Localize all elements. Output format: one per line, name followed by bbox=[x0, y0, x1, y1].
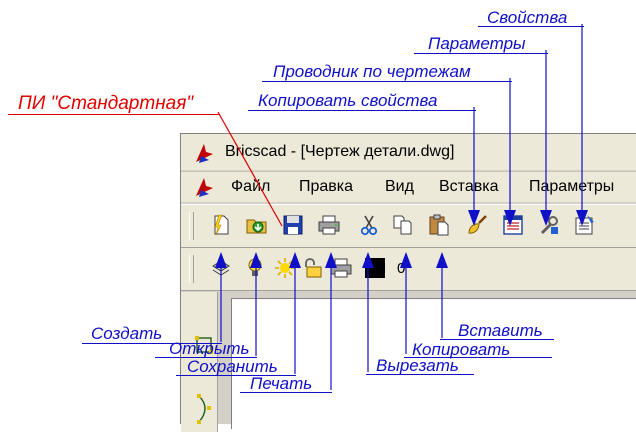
underline-explorer bbox=[262, 81, 512, 82]
underline-cut bbox=[366, 374, 474, 375]
layer-name[interactable]: 0 bbox=[397, 260, 406, 277]
wrench-icon[interactable] bbox=[537, 213, 561, 237]
annotation-standard-toolbar: ПИ "Стандартная" bbox=[18, 93, 194, 114]
menu-params[interactable]: Параметры bbox=[529, 178, 615, 195]
annotation-create: Создать bbox=[91, 324, 163, 343]
underline-standard-toolbar bbox=[8, 114, 220, 115]
printer-icon[interactable] bbox=[317, 213, 341, 237]
underline-save bbox=[176, 375, 296, 376]
menu-bar: Файл Правка Вид Вставка Параметры bbox=[181, 171, 636, 202]
standard-toolbar bbox=[181, 204, 636, 248]
bricscad-logo-icon bbox=[196, 144, 213, 163]
window-title: Bricscad - [Чертеж детали.dwg] bbox=[225, 143, 455, 160]
annotation-open: Открыть bbox=[169, 339, 250, 358]
annotation-print: Печать bbox=[250, 374, 313, 393]
menu-view[interactable]: Вид bbox=[385, 178, 414, 195]
toolbar-grip-2[interactable] bbox=[189, 255, 194, 283]
menu-file[interactable]: Файл bbox=[231, 178, 271, 195]
new-file-icon[interactable] bbox=[209, 213, 233, 237]
underline-open bbox=[155, 357, 257, 358]
toolbar-grip[interactable] bbox=[189, 212, 194, 240]
annotation-properties: Свойства bbox=[487, 8, 568, 27]
annotation-settings: Параметры bbox=[428, 34, 526, 53]
menu-edit[interactable]: Правка bbox=[299, 178, 354, 195]
underline-paste bbox=[440, 339, 554, 340]
underline-properties bbox=[478, 26, 584, 27]
underline-print bbox=[240, 392, 332, 393]
underline-settings bbox=[414, 53, 548, 54]
annotation-cut: Вырезать bbox=[376, 356, 459, 375]
callout-lines bbox=[215, 24, 588, 390]
polyline-tool-icon[interactable] bbox=[191, 332, 217, 358]
sun-icon[interactable] bbox=[273, 256, 297, 280]
underline-copy bbox=[404, 357, 552, 358]
annotation-save: Сохранить bbox=[187, 357, 278, 376]
annotation-copy-properties: Копировать свойства bbox=[258, 91, 438, 110]
floppy-disk-icon[interactable] bbox=[281, 213, 305, 237]
lock-icon[interactable] bbox=[299, 256, 323, 280]
underline-copy-properties bbox=[248, 110, 476, 111]
annotation-explorer: Проводник по чертежам bbox=[273, 62, 471, 81]
document-menu-icon[interactable] bbox=[193, 176, 215, 198]
copy-icon[interactable] bbox=[391, 213, 415, 237]
scissors-icon[interactable] bbox=[357, 213, 381, 237]
clipboard-icon[interactable] bbox=[427, 213, 451, 237]
title-bar: Bricscad - [Чертеж детали.dwg] bbox=[181, 134, 636, 170]
annotation-paste: Вставить bbox=[458, 321, 543, 340]
annotation-copy: Копировать bbox=[412, 340, 511, 359]
brush-icon[interactable] bbox=[465, 213, 489, 237]
underline-create bbox=[82, 343, 222, 344]
menu-insert[interactable]: Вставка bbox=[439, 178, 499, 195]
open-folder-icon[interactable] bbox=[245, 213, 269, 237]
